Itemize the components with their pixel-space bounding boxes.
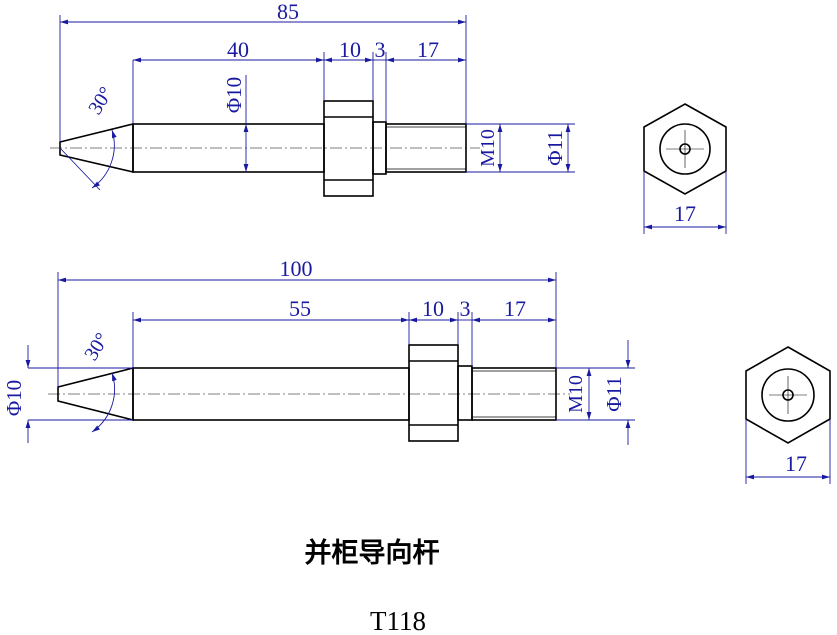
guide-rod-view-1: 85 40 10 3 17 Φ10 M10 Φ11 30° (50, 0, 575, 197)
dim-tip-length: 40 (227, 37, 249, 62)
dim-overall-length: 85 (277, 0, 299, 24)
dim-nut-width: 10 (339, 37, 361, 62)
dim-shank-diameter: Φ10 (222, 77, 246, 113)
dim-gap-2: 3 (460, 296, 471, 321)
dim-thread-spec: M10 (477, 129, 499, 167)
end-view-1: 17 (643, 103, 727, 234)
dim-shank-length-2: 55 (289, 296, 311, 321)
hexagon-outline-2 (745, 346, 831, 444)
guide-rod-view-2: 100 55 10 3 17 Φ10 M10 Φ11 30° (2, 256, 635, 445)
dim-shank-diameter-2: Φ10 (2, 380, 26, 416)
dim-nut-width-2: 10 (422, 296, 444, 321)
dim-thread-outer-diameter: Φ11 (543, 130, 567, 166)
dim-tip-angle-2: 30° (80, 329, 113, 364)
dim-thread-spec-2: M10 (565, 375, 587, 413)
dim-across-flats-2: 17 (785, 451, 807, 476)
dim-overall-length-2: 100 (280, 256, 313, 281)
hexagon-outline-1 (643, 103, 727, 195)
rod-outline-1 (59, 100, 467, 197)
end-view-2: 17 (745, 346, 831, 484)
dim-gap: 3 (375, 37, 386, 62)
dim-tip-angle: 30° (84, 83, 117, 118)
dimensions-2 (25, 272, 635, 445)
dim-across-flats-1: 17 (674, 201, 696, 226)
dimension-labels-1: 85 40 10 3 17 Φ10 M10 Φ11 30° (84, 0, 567, 167)
thread-circle-2 (761, 368, 815, 422)
thread-circle-1 (659, 123, 711, 175)
dim-thread-outer-diameter-2: Φ11 (602, 376, 626, 412)
dim-thread-length: 17 (417, 37, 439, 62)
dim-thread-length-2: 17 (504, 296, 526, 321)
dimensions-1 (59, 15, 575, 191)
part-code: T118 (370, 606, 426, 635)
drawing-title: 并柜导向杆 (305, 537, 440, 569)
